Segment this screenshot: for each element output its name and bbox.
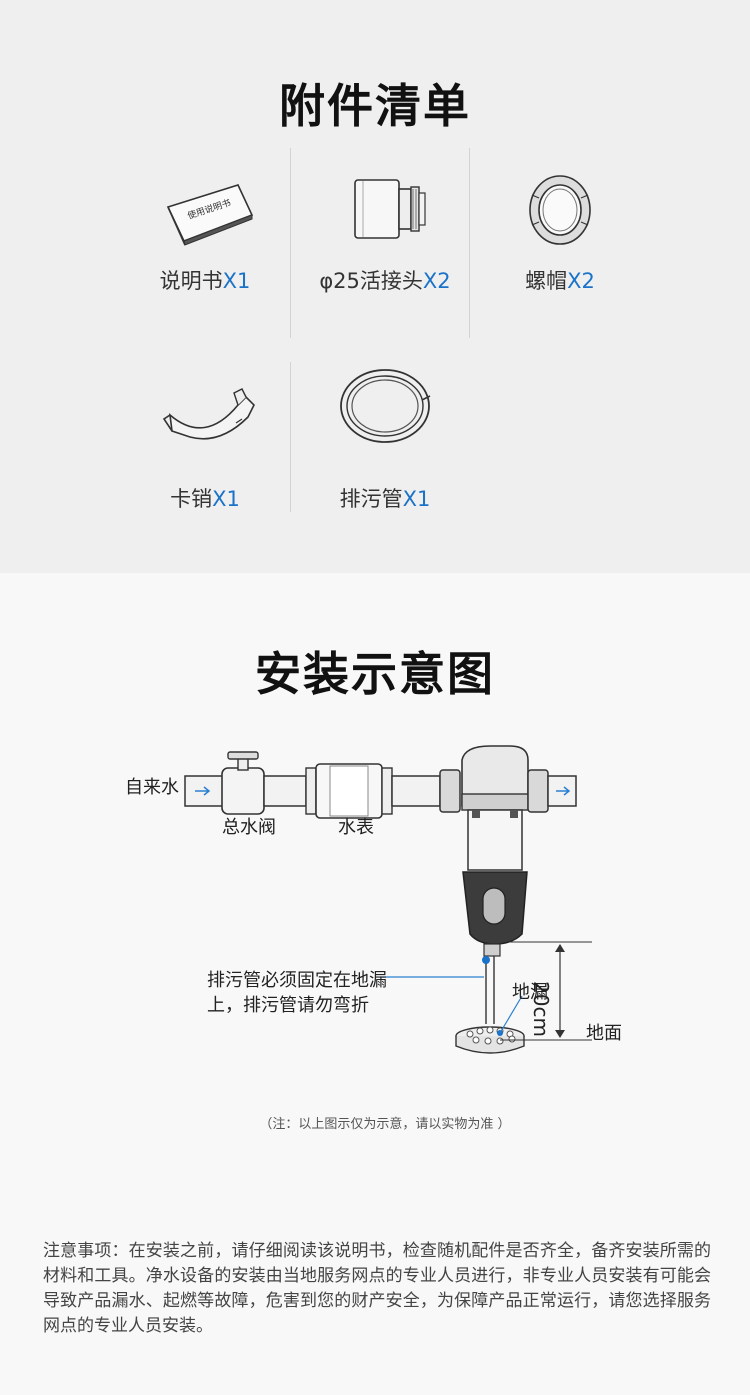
accessory-label: φ25活接头X2 <box>319 269 451 293</box>
drain-hose-icon <box>340 369 431 443</box>
accessory-label: 排污管X1 <box>339 487 431 511</box>
filter-head <box>461 745 529 807</box>
union-connector-icon <box>354 179 426 239</box>
diagram-footnote: （注：以上图示仅为示意，请以实物为准 ） <box>259 1117 511 1132</box>
drain-note-line2: 上，排污管请勿弯折 <box>207 995 369 1016</box>
installation-title: 安装示意图 <box>255 647 495 701</box>
divider <box>290 362 291 512</box>
main-valve <box>221 767 265 815</box>
water-meter-label: 水表 <box>338 817 374 838</box>
drain-note-line1: 排污管必须固定在地漏 <box>207 970 387 991</box>
accessory-union-connector: φ25活接头X2 <box>295 165 475 293</box>
tap-water-label: 自来水 <box>125 777 179 798</box>
installation-notice: 注意事项：在安装之前，请仔细阅读该说明书，检查随机配件是否齐全，备齐安装所需的材… <box>43 1241 711 1336</box>
manual-icon: 使用说明书 <box>166 184 254 246</box>
accessory-nut: 螺帽X2 <box>470 165 650 293</box>
floor-drain-label: 地漏 <box>512 982 548 1003</box>
accessory-label: 卡销X1 <box>170 487 240 511</box>
accessories-title: 附件清单 <box>279 79 471 133</box>
installation-diagram <box>184 745 592 1054</box>
flow-arrow-icon <box>556 786 571 796</box>
accessory-drain-hose: 排污管X1 <box>295 360 475 511</box>
nut-icon <box>529 175 591 245</box>
flow-arrow-icon <box>195 786 211 796</box>
divider <box>290 148 291 338</box>
height-dimension-label: 20cm <box>529 981 553 1037</box>
floor-label: 地面 <box>586 1023 622 1044</box>
accessories-section: 附件清单 使用说明书 说明书X1 φ25活接头X2 <box>0 0 750 573</box>
accessory-clip-pin: 卡销X1 <box>115 375 295 511</box>
filter-bowl <box>467 809 523 871</box>
divider <box>469 148 470 338</box>
main-valve-label: 总水阀 <box>222 817 276 838</box>
clip-pin-icon <box>162 388 255 440</box>
installation-section: 安装示意图 <box>0 573 750 1395</box>
accessory-manual: 使用说明书 说明书X1 <box>115 165 295 293</box>
accessory-label: 螺帽X2 <box>525 269 595 293</box>
accessory-label: 说明书X1 <box>159 269 251 293</box>
drain-marker <box>482 956 490 964</box>
